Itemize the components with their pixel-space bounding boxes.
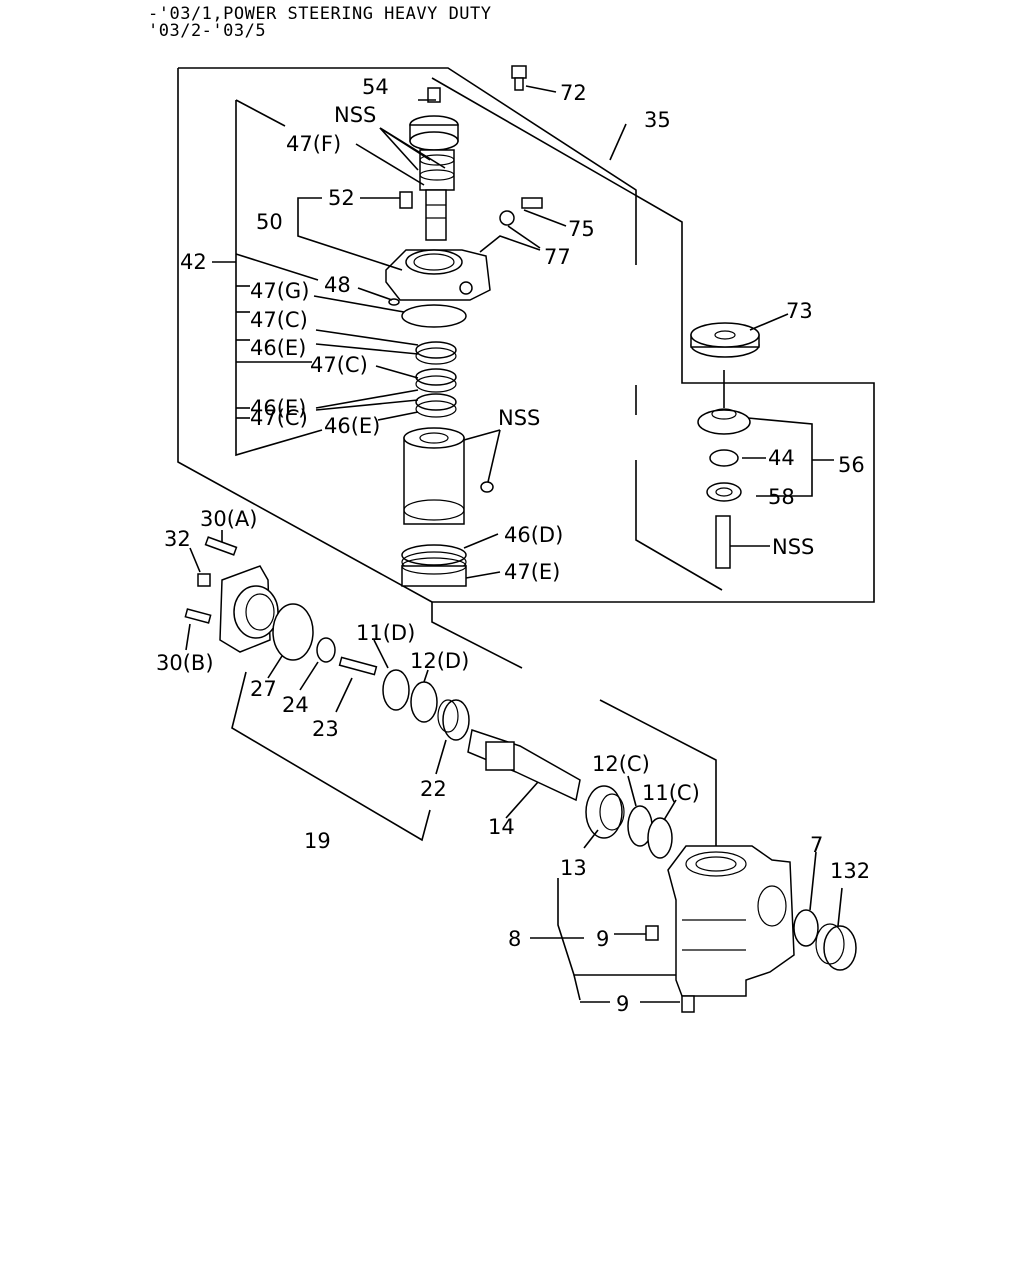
header-line-1: -'03/1,POWER STEERING HEAVY DUTY [148, 4, 492, 24]
seal-rings-46e-47c [415, 341, 457, 418]
leader-lines [185, 85, 843, 1003]
callout-54: 54 [362, 75, 389, 99]
callout-47c-3: 47(C) [250, 406, 308, 430]
callout-44: 44 [768, 446, 795, 470]
ring-47e [401, 557, 467, 587]
valve-housing-50 [385, 249, 491, 301]
sector-shaft-14 [467, 729, 581, 802]
callout-77: 77 [544, 245, 571, 269]
callout-14: 14 [488, 815, 515, 839]
ring-11d [382, 669, 410, 711]
callout-50: 50 [256, 210, 283, 234]
callout-11d: 11(D) [356, 621, 415, 645]
callout-132: 132 [830, 859, 870, 883]
group-outline-35 [177, 67, 875, 603]
stud-30a [204, 536, 238, 556]
callout-23: 23 [312, 717, 339, 741]
header-line-2: '03/2-'03/5 [148, 21, 267, 41]
callout-72: 72 [560, 81, 587, 105]
gear-housing-8 [667, 845, 795, 997]
housing-connector [431, 602, 717, 852]
o-ring-27 [272, 603, 314, 661]
callout-48: 48 [324, 273, 351, 297]
callout-30b: 30(B) [156, 651, 214, 675]
callout-47f: 47(F) [286, 132, 341, 156]
callout-11c: 11(C) [642, 781, 700, 805]
callout-32: 32 [164, 527, 191, 551]
nut-24 [316, 637, 336, 663]
ring-12d [410, 681, 438, 723]
group-outline-19 [231, 671, 431, 842]
callout-42: 42 [180, 250, 207, 274]
seal-47g [401, 304, 467, 328]
callout-46e-2: 46(E) [250, 396, 306, 420]
callout-47c-2: 47(C) [310, 353, 368, 377]
callout-7: 7 [810, 833, 823, 857]
callout-75: 75 [568, 217, 595, 241]
callout-52: 52 [328, 186, 355, 210]
cap-132 [815, 923, 857, 971]
plug-9-lower [681, 995, 695, 1013]
callout-19: 19 [304, 829, 331, 853]
ring-11c [647, 817, 673, 859]
callout-58: 58 [768, 485, 795, 509]
callout-nss-right: NSS [772, 535, 814, 559]
pin-nss [715, 515, 731, 569]
seal-46d [401, 544, 467, 573]
callout-nss-top: NSS [334, 103, 376, 127]
bolt-30b [184, 608, 212, 624]
callout-9-lower: 9 [616, 992, 629, 1016]
nut-32 [197, 573, 211, 587]
screw-23 [338, 656, 378, 676]
seal-58 [706, 482, 742, 502]
plug-52 [399, 191, 413, 209]
callout-30a: 30(A) [200, 507, 257, 531]
callout-27: 27 [250, 677, 277, 701]
callout-13: 13 [560, 856, 587, 880]
group-outline-42 [235, 99, 323, 457]
side-cover-19 [219, 565, 279, 653]
fitting-75-77 [499, 197, 543, 226]
valve-cap-54 [409, 87, 459, 151]
plug-9-upper [645, 925, 659, 941]
bolt-72 [511, 65, 527, 91]
callout-46e-3: 46(E) [324, 414, 380, 438]
callout-22: 22 [420, 777, 447, 801]
bearing-56 [697, 408, 751, 435]
bearing-22 [437, 699, 470, 741]
bearing-13 [585, 785, 625, 839]
diagram-header: -'03/1,POWER STEERING HEAVY DUTY '03/2-'… [148, 6, 492, 40]
callout-47c-1: 47(C) [250, 308, 308, 332]
callout-8: 8 [508, 927, 521, 951]
callout-labels: 54 72 35 NSS 47(F) 52 50 75 77 42 48 47(… [156, 75, 870, 1016]
callout-47g: 47(G) [250, 279, 309, 303]
callout-46e-1: 46(E) [250, 336, 306, 360]
callout-12c: 12(C) [592, 752, 650, 776]
piston-body [403, 427, 494, 525]
callout-nss-mid: NSS [498, 406, 540, 430]
seal-44 [709, 449, 739, 467]
callout-12d: 12(D) [410, 649, 469, 673]
callout-9-upper: 9 [596, 927, 609, 951]
callout-73: 73 [786, 299, 813, 323]
callout-46d: 46(D) [504, 523, 563, 547]
callout-56: 56 [838, 453, 865, 477]
group-outline-8 [557, 878, 680, 1001]
callout-47e: 47(E) [504, 560, 560, 584]
callout-35: 35 [644, 108, 671, 132]
ring-7 [793, 909, 819, 947]
cap-73 [690, 322, 760, 358]
callout-24: 24 [282, 693, 309, 717]
